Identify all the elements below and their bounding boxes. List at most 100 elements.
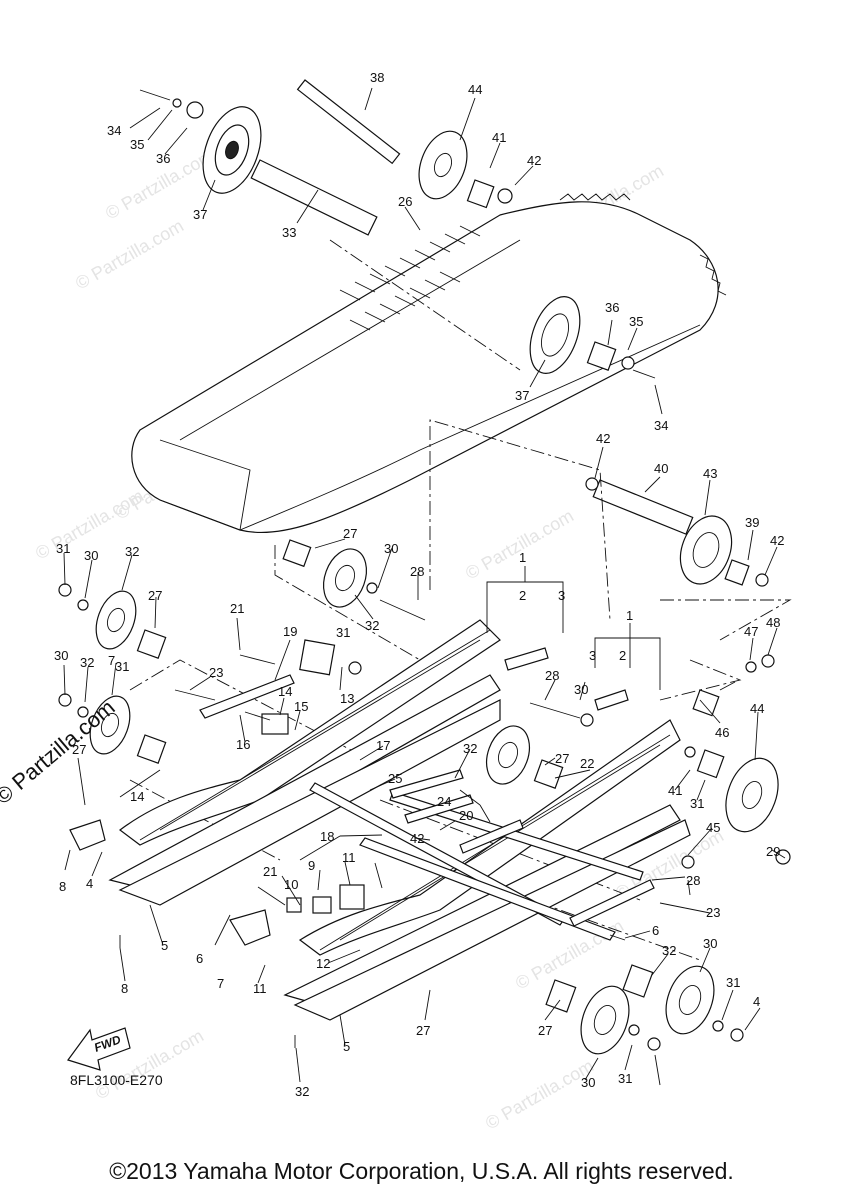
callout-label: 30 [581, 1075, 595, 1090]
fwd-arrow-icon: FWD [67, 1027, 131, 1071]
rear-idler-assembly [585, 477, 769, 587]
callout-label: 13 [340, 691, 354, 706]
callout-label: 27 [343, 526, 357, 541]
callout-label: 45 [706, 820, 720, 835]
callout-label: 8 [59, 879, 66, 894]
callout-label: 3 [589, 648, 596, 663]
callout-label: 21 [263, 864, 277, 879]
callout-label: 35 [130, 137, 144, 152]
callout-label: 23 [706, 905, 720, 920]
left-slide-rail [108, 619, 501, 906]
callout-label: 35 [629, 314, 643, 329]
callout-label: 11 [342, 850, 356, 865]
callout-label: 38 [370, 70, 384, 85]
callout-label: 23 [209, 665, 223, 680]
callout-label: 9 [308, 858, 315, 873]
callout-label: 21 [230, 601, 244, 616]
callout-label: 6 [652, 923, 659, 938]
callout-label: 32 [80, 655, 94, 670]
upper-idler-wheels [139, 79, 656, 379]
callout-label: 44 [468, 82, 482, 97]
callout-label: 15 [294, 699, 308, 714]
callout-label: 32 [365, 618, 379, 633]
callout-label: 22 [580, 756, 594, 771]
callout-label: 32 [662, 943, 676, 958]
watermark-text: © Partzilla.com [462, 505, 577, 583]
callout-label: 27 [416, 1023, 430, 1038]
callout-label: 5 [343, 1039, 350, 1054]
callout-label: 32 [125, 544, 139, 559]
callout-label: 19 [283, 624, 297, 639]
callout-label: 14 [278, 684, 292, 699]
callout-label: 28 [686, 873, 700, 888]
callout-label: 27 [72, 742, 86, 757]
callout-label: 12 [316, 956, 330, 971]
callout-label: 8 [121, 981, 128, 996]
callout-label: 31 [726, 975, 740, 990]
callout-numbers: 34 35 36 37 33 38 44 41 42 26 36 35 37 3… [54, 70, 784, 1099]
callout-label: 30 [84, 548, 98, 563]
callout-label: 30 [703, 936, 717, 951]
callout-label: 48 [766, 615, 780, 630]
callout-label: 32 [463, 741, 477, 756]
callout-label: 37 [515, 388, 529, 403]
callout-label: 20 [459, 808, 473, 823]
watermark-text: © Partzilla.com [72, 215, 187, 293]
callout-label: 30 [574, 682, 588, 697]
copyright-notice: ©2013 Yamaha Motor Corporation, U.S.A. A… [109, 1158, 734, 1184]
callout-label: 18 [320, 829, 334, 844]
callout-label: 24 [437, 794, 451, 809]
callout-label: 43 [703, 466, 717, 481]
callout-label: 41 [492, 130, 506, 145]
drawing-code: 8FL3100-E270 [70, 1072, 163, 1088]
callout-label: 10 [284, 877, 298, 892]
lower-wheels [89, 548, 779, 1055]
callout-label: 26 [398, 194, 412, 209]
callout-label: 28 [410, 564, 424, 579]
callout-label: 25 [388, 771, 402, 786]
callout-label: 6 [196, 951, 203, 966]
callout-label: 29 [766, 844, 780, 859]
callout-label: 36 [605, 300, 619, 315]
callout-label: 46 [715, 725, 729, 740]
callout-label: 7 [108, 653, 115, 668]
callout-label: 27 [538, 1023, 552, 1038]
callout-label: 31 [56, 541, 70, 556]
small-hardware [58, 539, 791, 1051]
callout-label: 27 [148, 588, 162, 603]
callout-label: 2 [519, 588, 526, 603]
callout-label: 27 [555, 751, 569, 766]
callout-label: 42 [527, 153, 541, 168]
watermark-text: © Partzilla.com [512, 915, 627, 993]
callout-label: 42 [770, 533, 784, 548]
callout-label: 1 [626, 608, 633, 623]
callout-label: 34 [654, 418, 668, 433]
callout-label: 42 [410, 831, 424, 846]
callout-label: 31 [690, 796, 704, 811]
callout-label: 36 [156, 151, 170, 166]
callout-label: 41 [668, 783, 682, 798]
callout-label: 32 [295, 1084, 309, 1099]
callout-label: 2 [619, 648, 626, 663]
callout-label: 30 [384, 541, 398, 556]
callout-label: 34 [107, 123, 121, 138]
track-belt [131, 193, 727, 534]
callout-label: 14 [130, 789, 144, 804]
callout-leaders [63, 87, 786, 1086]
callout-label: 44 [750, 701, 764, 716]
callout-label: 37 [193, 207, 207, 222]
callout-label: 1 [519, 550, 526, 565]
links [199, 647, 655, 927]
callout-label: 28 [545, 668, 559, 683]
callout-label: 4 [753, 994, 760, 1009]
callout-label: 7 [217, 976, 224, 991]
watermark-text: © Partzilla.com [482, 1055, 597, 1133]
callout-label: 4 [86, 876, 93, 891]
callout-label: 11 [253, 981, 267, 996]
callout-label: 31 [618, 1071, 632, 1086]
callout-label: 3 [558, 588, 565, 603]
callout-label: 30 [54, 648, 68, 663]
callout-label: 16 [236, 737, 250, 752]
callout-label: 42 [596, 431, 610, 446]
